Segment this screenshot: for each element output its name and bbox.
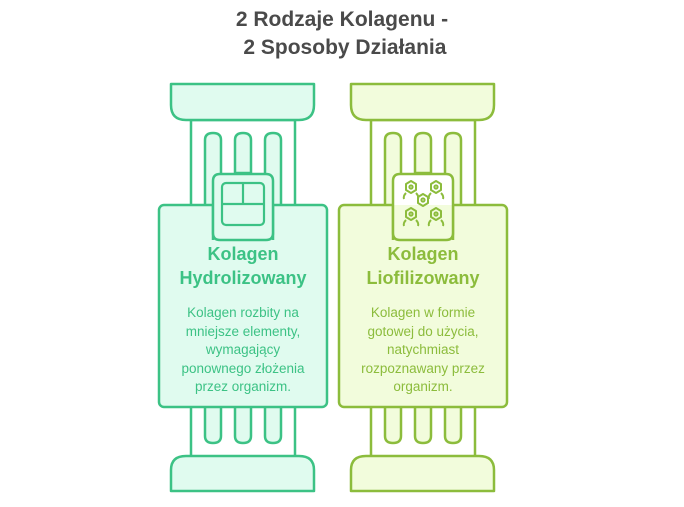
title-line-2: 2 Sposoby Działania xyxy=(237,36,447,59)
flute xyxy=(413,405,433,445)
card-description: Kolagen rozbity na mniejsze elementy, wy… xyxy=(181,305,305,394)
flute xyxy=(443,405,463,445)
pillar-lyophilized xyxy=(337,82,509,493)
base xyxy=(169,454,316,493)
card-title: Kolagen Liofilizowany xyxy=(366,244,480,288)
flute xyxy=(413,131,433,175)
pillar-hydrolyzed xyxy=(157,82,329,493)
card-hydrolyzed: Kolagen Hydrolizowany Kolagen rozbity na… xyxy=(159,242,327,397)
flute xyxy=(383,405,403,445)
capital-top xyxy=(349,82,496,122)
card-title: Kolagen Hydrolizowany xyxy=(179,244,307,288)
molecules-network-icon xyxy=(402,180,445,227)
base xyxy=(349,454,496,493)
grid-blocks-icon xyxy=(220,181,266,227)
capital-top xyxy=(169,82,316,122)
page-title: 2 Rodzaje Kolagenu - 2 Sposoby Działania xyxy=(0,6,684,62)
flute xyxy=(263,405,283,445)
card-lyophilized: Kolagen Liofilizowany Kolagen w formie g… xyxy=(339,242,507,397)
flute xyxy=(203,405,223,445)
card-description: Kolagen w formie gotowej do użycia, naty… xyxy=(361,305,485,394)
title-line-1: 2 Rodzaje Kolagenu - xyxy=(235,8,449,31)
flute xyxy=(233,131,253,175)
flute xyxy=(233,405,253,445)
